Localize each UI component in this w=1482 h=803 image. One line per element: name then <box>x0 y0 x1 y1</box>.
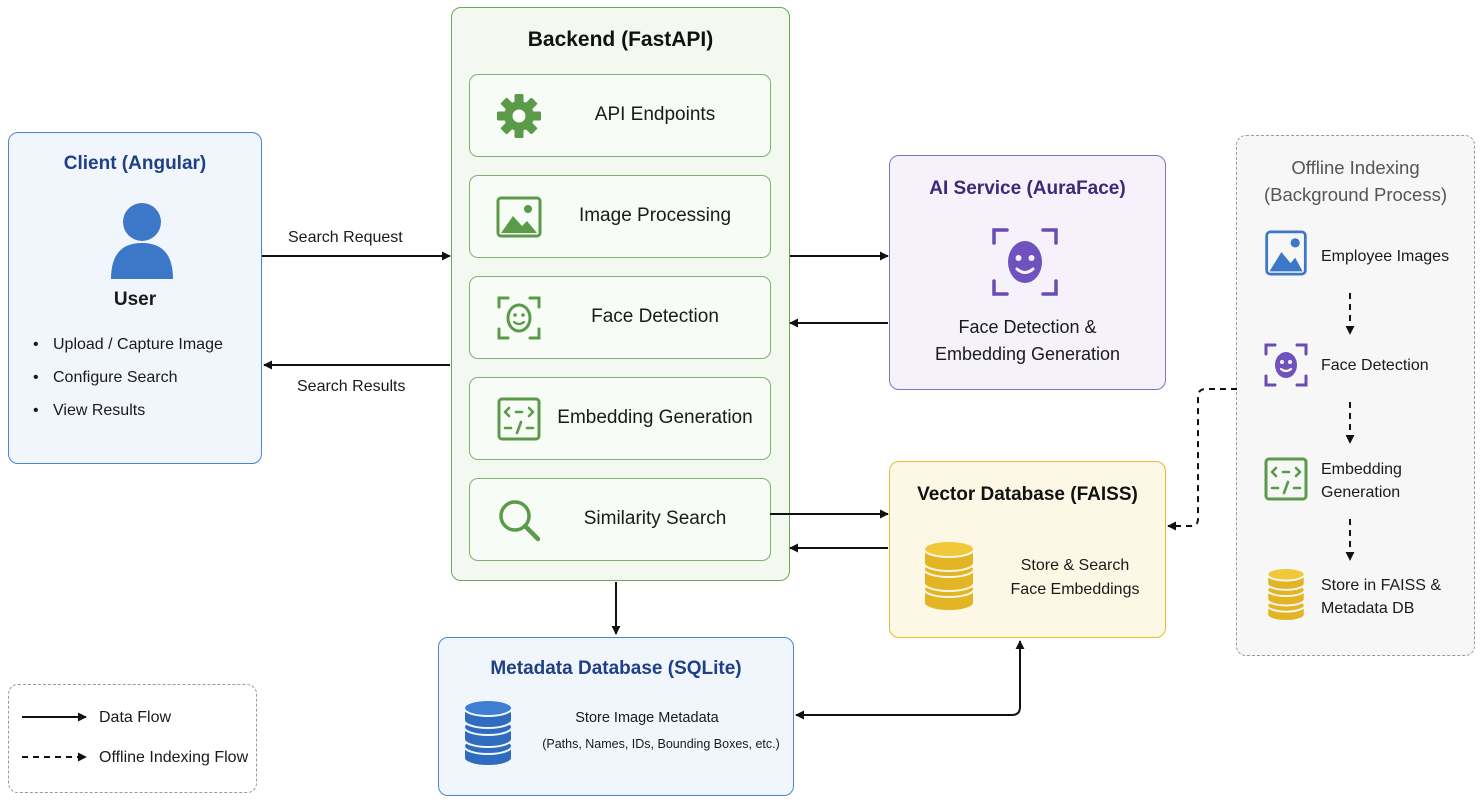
backend-box: Backend (FastAPI) API Endpoints Imag <box>451 7 790 581</box>
client-box: Client (Angular) User Upload / Capture I… <box>8 132 262 464</box>
module-face-detection: Face Detection <box>469 276 771 359</box>
offline-step-label: Embedding Generation <box>1321 458 1402 504</box>
face-scan-icon <box>497 296 541 340</box>
module-similarity-search: Similarity Search <box>469 478 771 561</box>
offline-step-label-line: Store in FAISS & <box>1321 577 1442 594</box>
offline-step-label-line: Embedding <box>1321 461 1402 478</box>
vector-db-box: Vector Database (FAISS) Store & Search F… <box>889 461 1166 638</box>
arrow-metadata-vector <box>795 640 1025 720</box>
offline-title-line: (Background Process) <box>1263 184 1448 205</box>
image-icon <box>1265 230 1307 276</box>
code-icon <box>1264 457 1308 501</box>
offline-indexing-title: Offline Indexing (Background Process) <box>1237 154 1474 208</box>
search-request-label: Search Request <box>288 229 403 246</box>
metadata-db-title: Metadata Database (SQLite) <box>490 658 742 679</box>
client-feature-item: Upload / Capture Image <box>29 333 223 366</box>
offline-step-label: Employee Images <box>1321 248 1450 265</box>
search-results-label: Search Results <box>297 378 406 395</box>
module-api-endpoints: API Endpoints <box>469 74 771 157</box>
face-scan-icon <box>992 228 1058 296</box>
search-icon <box>499 500 541 542</box>
metadata-db-fields: (Paths, Names, IDs, Bounding Boxes, etc.… <box>542 737 780 751</box>
metadata-db-box: Metadata Database (SQLite) Store Image M… <box>438 637 794 796</box>
database-icon <box>1266 567 1306 622</box>
offline-step-label: Store in FAISS & Metadata DB <box>1321 574 1441 620</box>
legend-offline-flow-label: Offline Indexing Flow <box>99 749 249 766</box>
vector-desc-line: Face Embeddings <box>1010 581 1140 598</box>
backend-title: Backend (FastAPI) <box>527 28 714 51</box>
module-label: Face Detection <box>591 306 719 327</box>
face-scan-icon <box>1264 343 1308 387</box>
offline-title-line: Offline Indexing <box>1291 157 1420 178</box>
client-feature-list: Upload / Capture Image Configure Search … <box>29 333 223 432</box>
module-label: Similarity Search <box>583 508 727 529</box>
metadata-db-description: Store Image Metadata <box>575 710 719 726</box>
vector-desc-line: Store & Search <box>1020 557 1130 574</box>
offline-to-vector-arrow <box>1167 388 1237 531</box>
ai-service-box: AI Service (AuraFace) Face Detection & E… <box>889 155 1166 390</box>
module-label: API Endpoints <box>594 104 716 125</box>
database-icon <box>923 540 975 612</box>
client-feature-item: Configure Search <box>29 366 223 399</box>
ai-desc-line: Face Detection & <box>958 317 1097 337</box>
offline-indexing-box: Offline Indexing (Background Process) Em… <box>1236 135 1475 656</box>
legend-box: Data Flow Offline Indexing Flow <box>8 684 257 793</box>
client-feature-item: View Results <box>29 399 223 432</box>
code-icon <box>497 397 541 441</box>
module-embedding-generation: Embedding Generation <box>469 377 771 460</box>
user-label: User <box>113 289 157 310</box>
ai-service-description: Face Detection & Embedding Generation <box>890 314 1165 368</box>
module-label: Image Processing <box>578 205 732 226</box>
vector-db-description: Store & Search Face Embeddings <box>990 554 1160 602</box>
offline-step-label-line: Generation <box>1321 484 1401 501</box>
ai-service-title: AI Service (AuraFace) <box>929 178 1126 199</box>
ai-desc-line: Embedding Generation <box>934 344 1121 364</box>
module-label: Embedding Generation <box>557 407 753 428</box>
client-title: Client (Angular) <box>63 153 207 174</box>
module-image-processing: Image Processing <box>469 175 771 258</box>
offline-step-label: Face Detection <box>1321 357 1429 374</box>
vector-db-title: Vector Database (FAISS) <box>917 484 1138 505</box>
database-icon <box>463 699 513 767</box>
user-icon <box>111 203 173 279</box>
legend-data-flow-label: Data Flow <box>99 709 172 726</box>
image-icon <box>496 196 542 238</box>
gear-icon <box>497 94 541 138</box>
offline-step-label-line: Metadata DB <box>1321 600 1415 617</box>
